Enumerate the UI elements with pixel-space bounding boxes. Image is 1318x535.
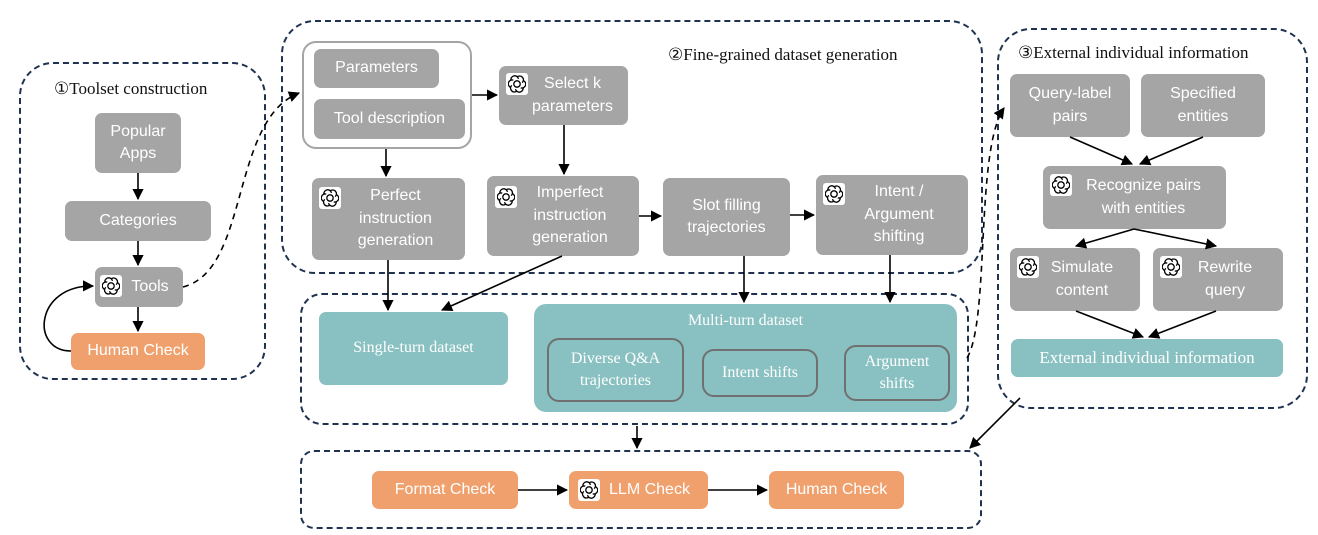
intent-argument-shifting-label: Intent / Argument shifting [864,183,934,246]
select-k-parameters-label: Select k parameters [532,75,613,115]
dataset-generation-region [281,20,983,274]
toolset-construction-region [19,62,266,380]
select-k-parameters-box: Select k parameters [499,66,628,125]
openai-logo-icon [823,183,845,205]
rewrite-query-label: Rewrite query [1197,259,1253,299]
diverse-qa-box: Diverse Q&A trajectories [547,338,684,402]
slot-filling-box: Slot filling trajectories [663,178,790,256]
format-check-box: Format Check [372,471,518,509]
llm-check-box: LLM Check [569,471,708,509]
simulate-content-box: Simulate content [1010,248,1140,311]
parameters-box: Parameters [314,49,439,88]
tools-label: Tools [131,277,169,295]
recognize-pairs-box: Recognize pairs with entities [1043,166,1226,229]
external-info-box: External individual information [1011,339,1283,377]
external-info-title: ③External individual information [1018,43,1249,62]
specified-entities-box: Specified entities [1141,74,1265,137]
toolset-construction-title: ①Toolset construction [54,79,208,98]
datasets-region [300,293,969,425]
perfect-instruction-box: Perfect instruction generation [312,178,465,260]
intent-shifts-box: Intent shifts [702,349,818,397]
openai-logo-icon [506,73,528,95]
imperfect-instruction-label: Imperfect instruction generation [532,184,608,247]
popular-apps-box: Popular Apps [95,113,181,173]
openai-logo-icon [1017,256,1039,278]
dataset-generation-title: ②Fine-grained dataset generation [668,45,898,64]
simulate-content-label: Simulate content [1050,259,1114,299]
openai-logo-icon [1160,256,1182,278]
categories-box: Categories [65,201,211,241]
tool-description-box: Tool description [314,99,465,139]
external-info-region [997,28,1308,409]
openai-logo-icon [319,187,341,209]
toolset-human-check-box: Human Check [71,333,205,370]
openai-logo-icon [100,275,122,297]
perfect-instruction-label: Perfect instruction generation [357,187,434,250]
multi-turn-dataset-label: Multi-turn dataset [687,312,804,329]
recognize-pairs-label: Recognize pairs with entities [1086,177,1201,217]
final-human-check-box: Human Check [769,471,904,509]
llm-check-label: LLM Check [609,480,690,498]
openai-logo-icon [1050,174,1072,196]
checks-region [300,450,982,529]
single-turn-dataset-box: Single-turn dataset [319,312,508,385]
query-label-pairs-box: Query-label pairs [1010,74,1130,137]
openai-logo-icon [495,186,517,208]
openai-logo-icon [578,479,600,501]
argument-shifts-box: Argument shifts [844,345,950,401]
